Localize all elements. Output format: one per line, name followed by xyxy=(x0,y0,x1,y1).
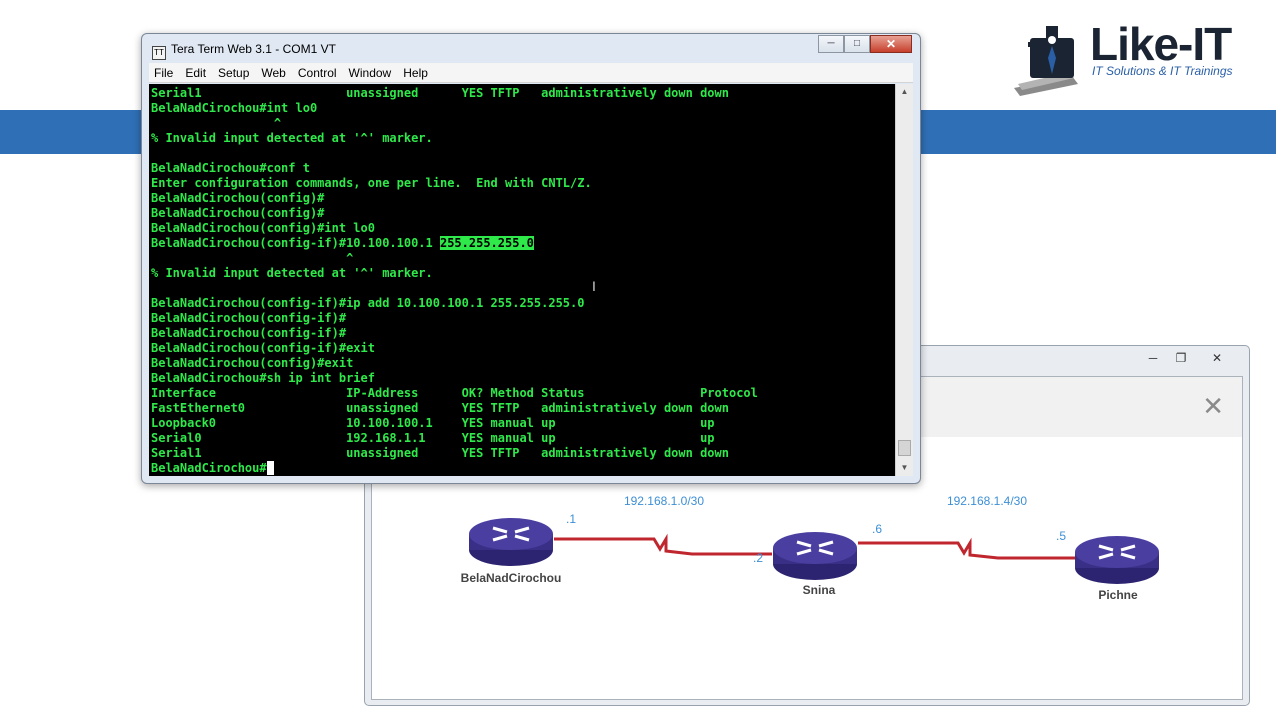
menu-file[interactable]: File xyxy=(154,65,174,80)
link-bela-snina xyxy=(554,533,772,556)
terminal-line: BelaNadCirochou#int lo0 xyxy=(151,101,318,115)
terminal-line: ^ xyxy=(151,116,282,130)
terminal-line: BelaNadCirochou# xyxy=(151,461,267,475)
router-icon xyxy=(1075,536,1159,584)
router-label-snina: Snina xyxy=(803,583,836,597)
maximize-icon[interactable]: ❐ xyxy=(1175,351,1187,365)
terminal-line: BelaNadCirochou(config)# xyxy=(151,191,325,205)
terminal-line: Enter configuration commands, one per li… xyxy=(151,176,592,190)
logo-mark-icon xyxy=(1014,26,1078,96)
minimize-icon[interactable]: ─ xyxy=(1148,351,1158,365)
subnet-label-2: 192.168.1.4/30 xyxy=(947,494,1027,508)
maximize-icon[interactable]: □ xyxy=(844,35,870,53)
terminal-line: BelaNadCirochou(config)# xyxy=(151,206,325,220)
vertical-scrollbar[interactable]: ▲ ▼ xyxy=(895,84,913,476)
terminal-line: BelaNadCirochou(config-if)# xyxy=(151,311,347,325)
terminal-line: BelaNadCirochou#conf t xyxy=(151,161,310,175)
terminal-line: BelaNadCirochou(config-if)#exit xyxy=(151,341,375,355)
network-diagram: BelaNadCirochou Snina Pichne 192.168.1.0… xyxy=(461,494,1159,602)
menu-web[interactable]: Web xyxy=(261,65,286,80)
terminal-line: BelaNadCirochou(config)#exit xyxy=(151,356,354,370)
terminal-cursor xyxy=(266,461,274,475)
close-icon[interactable]: ✕ xyxy=(1211,351,1223,365)
port-label-snina-right: .6 xyxy=(872,522,882,536)
scroll-up-icon[interactable]: ▲ xyxy=(900,87,909,96)
logo-title: Like-IT xyxy=(1090,18,1232,70)
diagram-close-icon[interactable]: ✕ xyxy=(1202,391,1224,421)
text-cursor-icon: I xyxy=(592,278,596,294)
terminal-screen[interactable]: Serial1 unassigned YES TFTP administrati… xyxy=(149,84,895,476)
router-label-pichne: Pichne xyxy=(1098,588,1138,602)
terminal-line: ^ xyxy=(151,251,354,265)
selected-text: 255.255.255.0 xyxy=(439,236,534,250)
terminal-line: BelaNadCirochou(config-if)#ip add 10.100… xyxy=(151,296,585,310)
window-title-bar[interactable]: TT Tera Term Web 3.1 - COM1 VT xyxy=(152,40,336,60)
router-icon xyxy=(469,518,553,566)
tera-term-window[interactable]: TT Tera Term Web 3.1 - COM1 VT ─ □ ✕ File… xyxy=(141,33,921,484)
menu-bar: File Edit Setup Web Control Window Help xyxy=(149,63,913,83)
scroll-down-icon[interactable]: ▼ xyxy=(900,463,909,472)
terminal-line: BelaNadCirochou(config-if)#10.100.100.1 xyxy=(151,236,440,250)
terminal-line: FastEthernet0 unassigned YES TFTP admini… xyxy=(151,401,729,415)
link-snina-pichne xyxy=(858,537,1078,560)
port-label-bela: .1 xyxy=(566,512,576,526)
menu-setup[interactable]: Setup xyxy=(218,65,250,80)
terminal-line: BelaNadCirochou#sh ip int brief xyxy=(151,371,375,385)
terminal-line: BelaNadCirochou(config-if)# xyxy=(151,326,347,340)
terminal-output: Serial1 unassigned YES TFTP administrati… xyxy=(151,86,758,476)
close-icon[interactable]: ✕ xyxy=(870,35,912,53)
logo-subtitle: IT Solutions & IT Trainings xyxy=(1092,64,1233,78)
terminal-line: % Invalid input detected at '^' marker. xyxy=(151,131,433,145)
minimize-icon[interactable]: ─ xyxy=(818,35,844,53)
menu-window[interactable]: Window xyxy=(348,65,392,80)
terminal-line: % Invalid input detected at '^' marker. xyxy=(151,266,433,280)
router-icon xyxy=(773,532,857,580)
tera-term-icon: TT xyxy=(152,46,166,60)
port-label-snina-left: .2 xyxy=(753,551,763,565)
menu-edit[interactable]: Edit xyxy=(185,65,207,80)
terminal-line: Serial1 unassigned YES TFTP administrati… xyxy=(151,86,729,100)
terminal-line: Serial0 192.168.1.1 YES manual up up xyxy=(151,431,715,445)
terminal-line: Interface IP-Address OK? Method Status P… xyxy=(151,386,758,400)
subnet-label-1: 192.168.1.0/30 xyxy=(624,494,704,508)
window-title: Tera Term Web 3.1 - COM1 VT xyxy=(171,42,336,56)
menu-control[interactable]: Control xyxy=(297,65,337,80)
port-label-pichne: .5 xyxy=(1056,529,1066,543)
scrollbar-thumb[interactable] xyxy=(898,440,911,456)
router-label-bela: BelaNadCirochou xyxy=(461,571,562,585)
terminal-line: BelaNadCirochou(config)#int lo0 xyxy=(151,221,375,235)
terminal-line: Serial1 unassigned YES TFTP administrati… xyxy=(151,446,729,460)
window-controls: ─ □ ✕ xyxy=(818,35,912,53)
menu-help[interactable]: Help xyxy=(403,65,428,80)
terminal-line: Loopback0 10.100.100.1 YES manual up up xyxy=(151,416,715,430)
like-it-logo: Like-IT IT Solutions & IT Trainings xyxy=(1008,18,1248,102)
